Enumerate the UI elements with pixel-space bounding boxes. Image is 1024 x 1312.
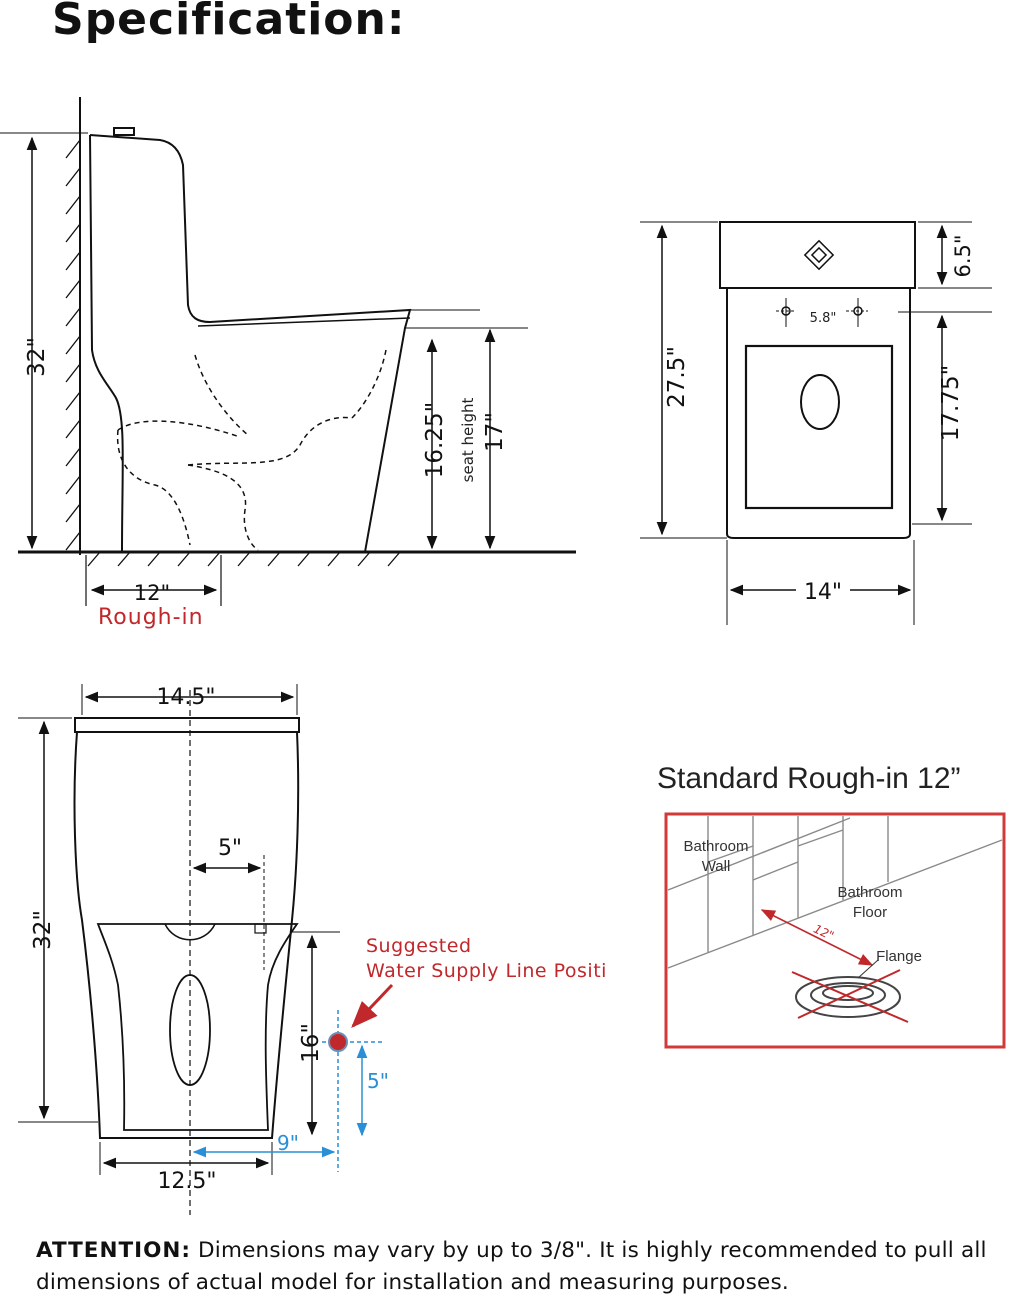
supply-line-marker	[328, 1032, 348, 1052]
seat-lid	[744, 344, 894, 510]
front-base	[96, 923, 299, 1131]
top-width-label: 14"	[804, 580, 842, 605]
floor-label-line1: Bathroom	[837, 884, 902, 901]
page-title: Specification:	[52, 0, 406, 45]
seat-height-label: seat height	[459, 398, 477, 483]
side-view	[0, 97, 576, 606]
tank-top	[719, 221, 916, 289]
supply-label-line1: Suggested	[366, 935, 472, 957]
flange-label: Flange	[876, 948, 922, 965]
attention-label: ATTENTION:	[36, 1238, 192, 1263]
toilet-back-outline	[89, 134, 124, 553]
hole-spacing-bg	[796, 303, 846, 319]
wall-label-line1: Bathroom	[683, 838, 748, 855]
supply-valve-box	[254, 923, 267, 934]
supply-height-label: 16"	[298, 1023, 324, 1063]
attention-note: ATTENTION: Dimensions may vary by up to …	[36, 1235, 996, 1299]
seat-opening	[800, 374, 840, 430]
flush-button	[113, 127, 135, 136]
wall-label-line2: Wall	[702, 858, 731, 875]
attention-text: Dimensions may vary by up to 3/8". It is…	[36, 1238, 987, 1295]
front-top-width-label: 14.5"	[156, 685, 215, 710]
base-width-label: 12.5"	[157, 1169, 216, 1194]
wall-hatch	[65, 139, 81, 551]
toilet-side-outline	[89, 134, 412, 553]
offset-label: 5"	[218, 836, 242, 861]
supply-drop-label: 5"	[367, 1069, 389, 1093]
trapway	[116, 349, 387, 551]
top-length-label: 27.5"	[664, 346, 690, 408]
rough-in-dim-label: 12"	[134, 581, 170, 605]
supply-offset-label: 9"	[277, 1131, 299, 1155]
tank-lid	[74, 717, 300, 733]
flange-icon	[795, 976, 901, 1018]
rough-in-label: Rough-in	[98, 605, 204, 630]
flush-diamond-icon	[803, 239, 835, 271]
rough-in-inset	[664, 812, 1006, 1049]
front-height-label: 32"	[30, 910, 56, 950]
supply-pointer-arrow	[351, 983, 394, 1028]
seat-dim-a-label: 16.25"	[422, 402, 448, 478]
seat-dim-b-label: 17"	[482, 412, 508, 452]
bowl-length-label: 17.75"	[938, 365, 964, 441]
floor-hatch	[87, 551, 401, 567]
hole-spacing-label: 5.8"	[810, 311, 837, 326]
floor-label-line2: Floor	[853, 904, 887, 921]
rough-in-inset-title: Standard Rough-in 12”	[657, 762, 961, 795]
side-height-label: 32"	[24, 337, 50, 377]
supply-label-line2: Water Supply Line Positi	[366, 960, 607, 982]
width-label-bg	[796, 578, 850, 604]
tank-depth-label: 6.5"	[951, 234, 975, 277]
front-view	[18, 684, 340, 1215]
bowl-outline	[726, 288, 911, 539]
front-outline	[73, 731, 300, 1139]
